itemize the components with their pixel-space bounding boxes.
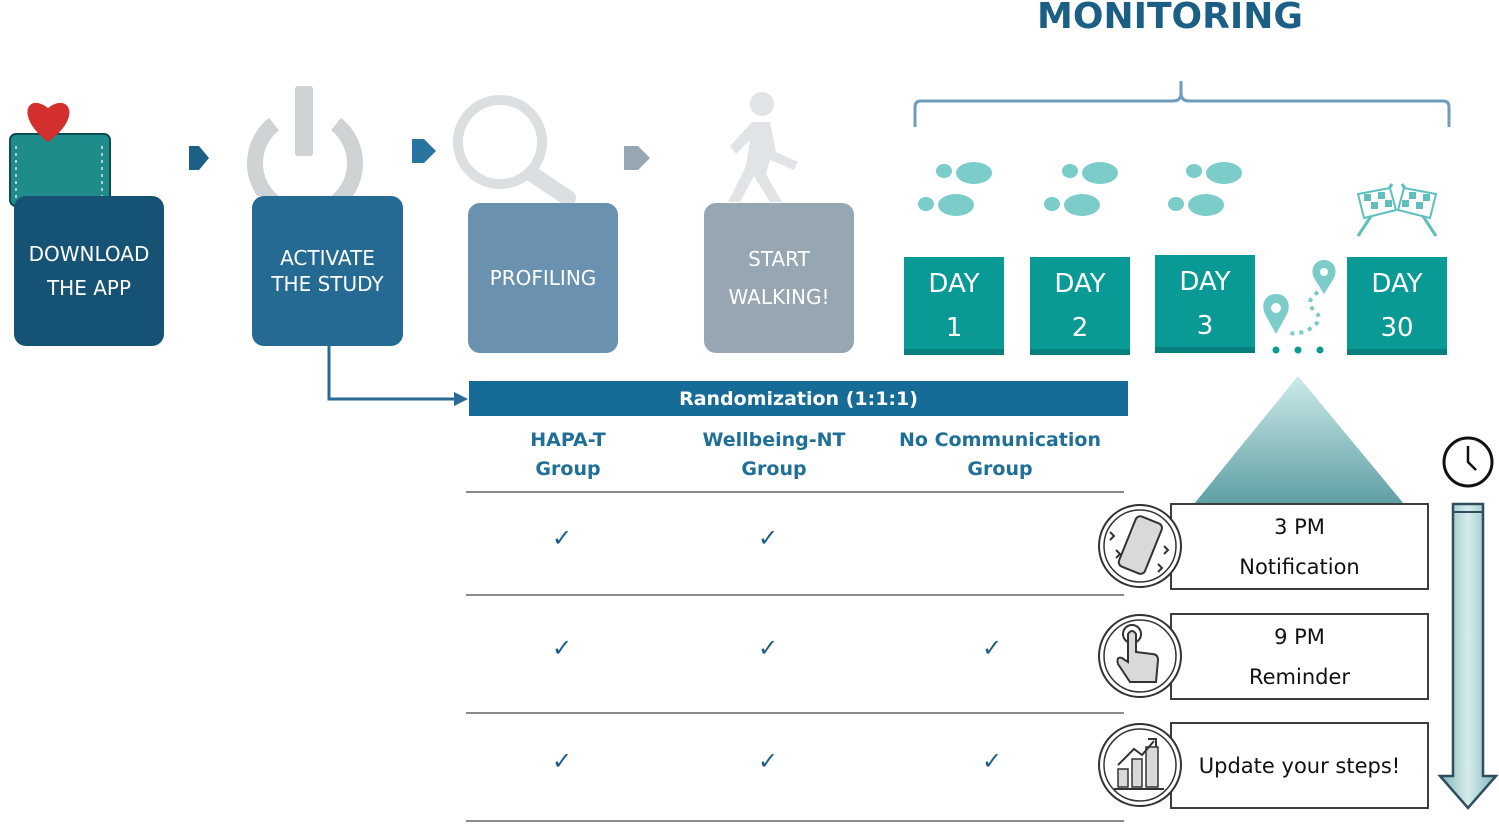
message-text: Update your steps!	[1198, 753, 1401, 778]
checkmark: ✓	[551, 524, 573, 552]
checkmark: ✓	[757, 524, 779, 552]
group-header-hapa-t: HAPA-T Group	[468, 426, 668, 484]
footprints-icon	[1044, 162, 1118, 216]
checkmark: ✓	[757, 747, 779, 775]
magnifier-icon	[453, 95, 576, 204]
day-1-box: DAY 1	[904, 257, 1004, 355]
checkmark: ✓	[551, 747, 573, 775]
timeline-down-arrow	[1437, 502, 1499, 810]
group-name: No Communication	[899, 429, 1101, 451]
day-3-box: DAY 3	[1155, 255, 1255, 353]
day-2-box: DAY 2	[1030, 257, 1130, 355]
route-pins-icon	[1263, 260, 1336, 354]
table-rule	[466, 491, 1124, 493]
checkmark: ✓	[981, 634, 1003, 662]
footprints-icon	[918, 162, 992, 216]
monitoring-brace	[913, 81, 1451, 127]
day-30-box: DAY 30	[1347, 257, 1447, 355]
checkmark: ✓	[981, 747, 1003, 775]
vibrating-phone-icon	[1098, 504, 1182, 588]
arrow-right-icon	[189, 146, 209, 170]
group-suffix: Group	[741, 458, 807, 480]
group-suffix: Group	[535, 458, 601, 480]
day-number: 3	[1196, 311, 1214, 341]
checkmark: ✓	[757, 634, 779, 662]
checkered-flags-icon	[1356, 183, 1438, 237]
step-profiling: PROFILING	[468, 203, 618, 353]
step-label-line1: ACTIVATE	[280, 246, 375, 270]
step-label-line1: PROFILING	[489, 266, 597, 290]
step-label-line1: DOWNLOAD	[28, 242, 150, 266]
footprints-icon	[1168, 162, 1242, 216]
randomization-bar: Randomization (1:1:1)	[469, 381, 1128, 416]
day-label: DAY	[1371, 269, 1423, 299]
message-time: 3 PM	[1274, 514, 1325, 539]
step-label-line2: THE STUDY	[271, 272, 384, 296]
message-type: Notification	[1239, 554, 1360, 579]
day-number: 30	[1380, 313, 1414, 343]
monitoring-title: MONITORING	[1037, 0, 1303, 37]
group-name: Wellbeing-NT	[702, 429, 846, 451]
day-number: 1	[945, 313, 963, 343]
day-label: DAY	[1054, 269, 1106, 299]
day-detail-triangle	[1194, 376, 1404, 504]
step-start-walking: START WALKING!	[704, 203, 854, 353]
step-download-app: DOWNLOAD THE APP	[14, 196, 164, 346]
step-activate-study: ACTIVATE THE STUDY	[252, 196, 403, 346]
table-rule	[466, 820, 1124, 822]
checkmark: ✓	[551, 634, 573, 662]
randomization-label: Randomization (1:1:1)	[679, 387, 918, 410]
message-time: 9 PM	[1274, 624, 1325, 649]
step-label-line2: THE APP	[46, 276, 132, 300]
reminder-box: 9 PM Reminder	[1170, 613, 1429, 700]
group-header-wellbeing-nt: Wellbeing-NT Group	[674, 426, 874, 484]
step-label-line2: WALKING!	[728, 285, 830, 309]
notification-box: 3 PM Notification	[1170, 503, 1429, 590]
day-number: 2	[1071, 313, 1089, 343]
message-type: Reminder	[1248, 664, 1351, 689]
arrow-right-icon	[412, 139, 436, 163]
walking-person-icon	[728, 92, 798, 202]
update-steps-box: Update your steps!	[1170, 722, 1429, 809]
group-name: HAPA-T	[530, 429, 606, 451]
power-icon	[247, 86, 363, 196]
group-suffix: Group	[967, 458, 1033, 480]
clock-icon	[1442, 436, 1494, 488]
table-rule	[466, 594, 1124, 596]
day-label: DAY	[1179, 267, 1231, 297]
phone-heart-icon	[9, 102, 111, 207]
step-label-line1: START	[748, 247, 810, 271]
tap-hand-icon	[1098, 614, 1182, 698]
arrow-right-icon	[624, 146, 650, 170]
activate-to-randomization-connector	[327, 346, 468, 406]
table-rule	[466, 712, 1124, 714]
bar-chart-icon	[1098, 723, 1182, 807]
day-label: DAY	[928, 269, 980, 299]
group-header-no-communication: No Communication Group	[880, 426, 1120, 484]
